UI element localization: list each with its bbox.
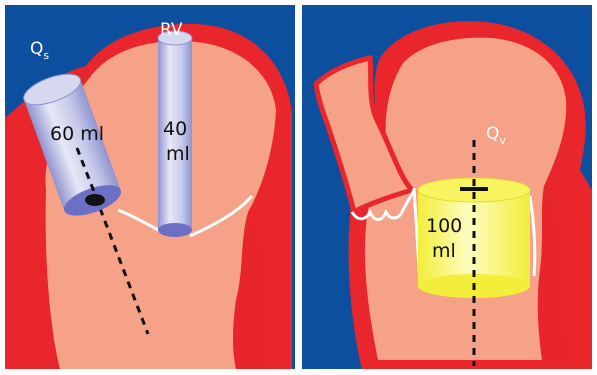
lv-volume-unit: ml xyxy=(432,240,456,262)
rv-volume-value: 40 xyxy=(163,118,187,140)
lv-volume-value: 100 xyxy=(426,215,462,237)
qs-measurement-marker xyxy=(85,194,105,206)
qs-volume-label: 60 ml xyxy=(50,123,104,145)
rv-volume-unit: ml xyxy=(166,143,190,165)
rv-label: RV xyxy=(160,20,183,40)
